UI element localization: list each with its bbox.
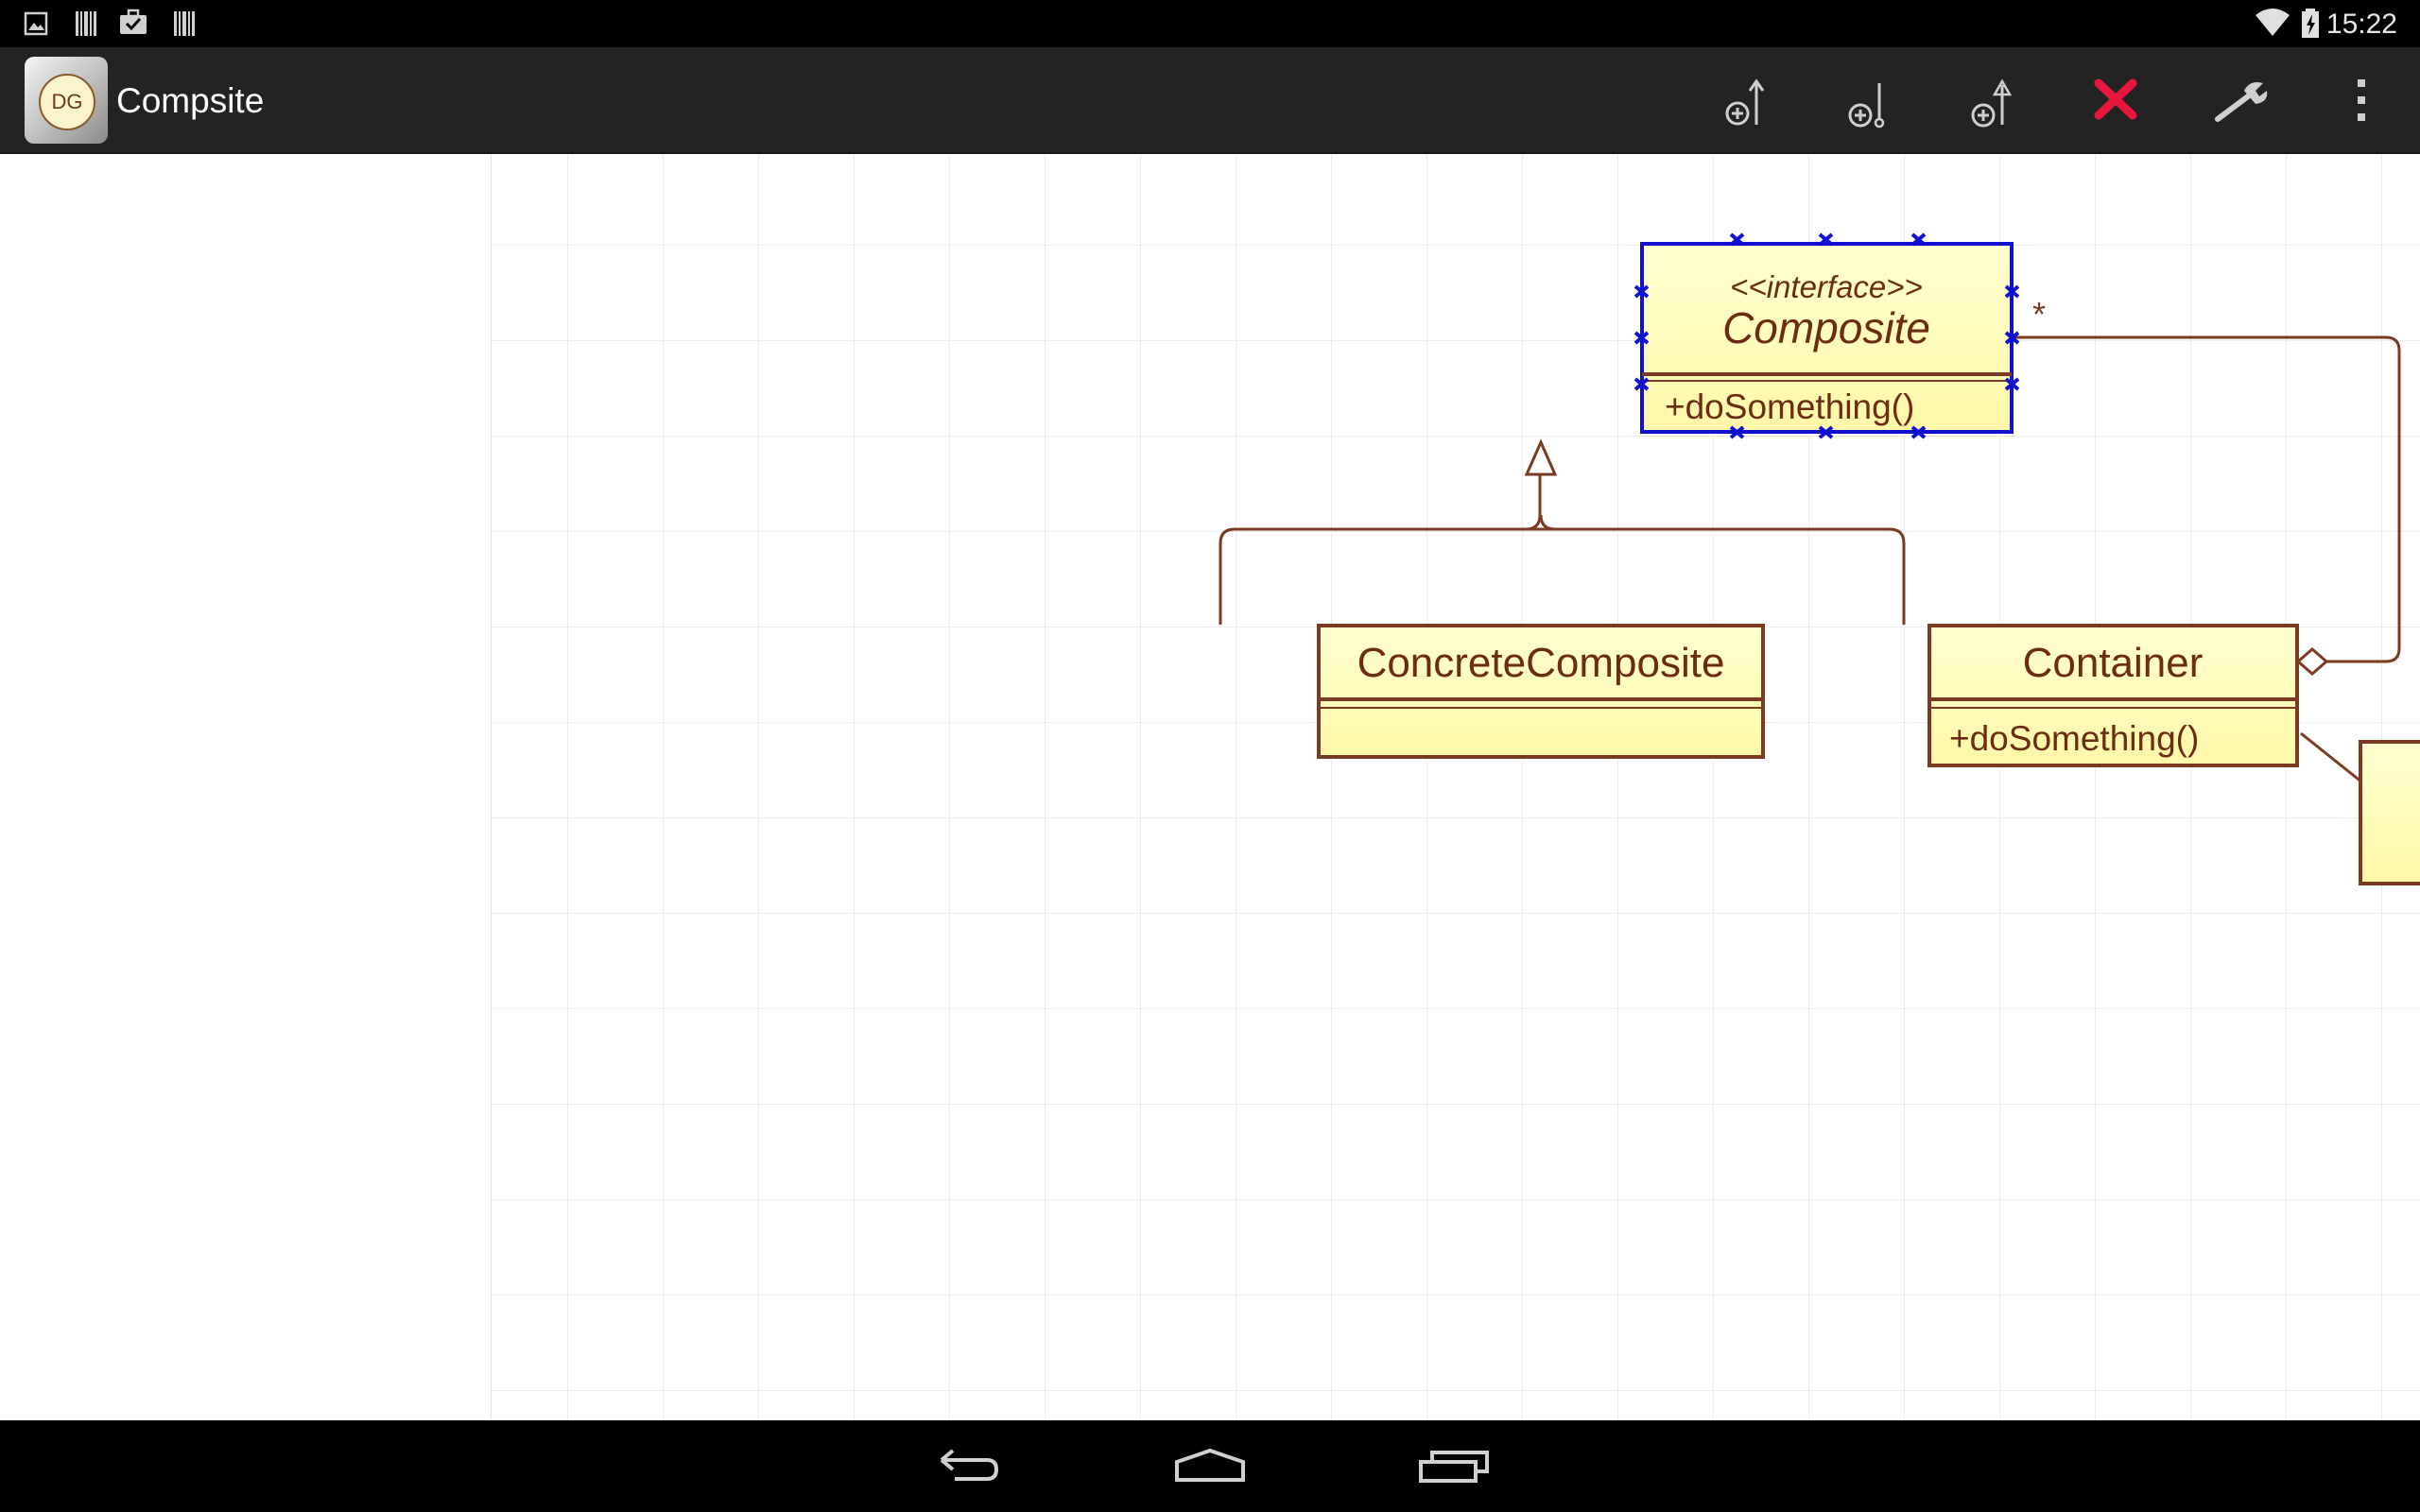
- association-connector[interactable]: [2300, 731, 2363, 784]
- page-title: Compsite: [116, 81, 265, 120]
- settings-button[interactable]: [2182, 47, 2295, 152]
- add-up-icon: [1971, 78, 2013, 128]
- app-icon[interactable]: DG: [25, 57, 108, 144]
- selection-handles[interactable]: [1634, 232, 2020, 439]
- home-button[interactable]: [1149, 1420, 1271, 1512]
- delete-icon: [2094, 78, 2137, 120]
- generalization-connector[interactable]: [1219, 444, 1906, 625]
- multiplicity-label: *: [2032, 295, 2046, 334]
- class-name: Composite: [1722, 303, 1930, 352]
- aggregation-diamond: [2295, 647, 2329, 676]
- left-pane: [0, 154, 491, 1420]
- class-concrete-composite[interactable]: ConcreteComposite: [1317, 624, 1765, 759]
- status-time: 15:22: [2325, 9, 2397, 40]
- battery-charging-icon: [2302, 9, 2319, 38]
- overflow-menu-icon: [2358, 79, 2365, 121]
- wifi-icon: [2256, 9, 2290, 36]
- wrench-icon: [2215, 82, 2268, 122]
- app-icon-label: DG: [39, 74, 95, 130]
- class-method: +doSomething(): [1949, 719, 2199, 758]
- class-stereotype: <<interface>>: [1730, 269, 1923, 304]
- action-bar: DG Compsite: [0, 47, 2420, 154]
- back-icon: [940, 1449, 999, 1481]
- navigation-bar: [0, 1420, 2420, 1512]
- grid-background: [491, 154, 2420, 1420]
- diagram-canvas[interactable]: * <<interface>> Composite +doSomething(): [491, 154, 2420, 1420]
- class-name: Container: [2023, 640, 2204, 686]
- add-above-icon: [1725, 78, 1765, 126]
- add-below-icon: [1848, 83, 1885, 129]
- class-name: ConcreteComposite: [1357, 640, 1725, 686]
- add-above-button[interactable]: [1690, 47, 1804, 152]
- overflow-menu-button[interactable]: [2305, 47, 2418, 152]
- recent-apps-icon: [1419, 1451, 1489, 1483]
- class-container[interactable]: Container +doSomething(): [1927, 624, 2299, 767]
- generalization-arrow: [1524, 438, 1558, 476]
- diagram-svg[interactable]: * <<interface>> Composite +doSomething(): [491, 154, 2420, 1420]
- barcode-icon: [76, 11, 96, 36]
- barcode-icon: [174, 11, 195, 36]
- image-icon: [24, 11, 48, 36]
- delete-button[interactable]: [2059, 47, 2172, 152]
- status-bar: 15:22: [0, 0, 2420, 47]
- class-method: +doSomething(): [1665, 387, 1914, 426]
- briefcase-check-icon: [120, 9, 147, 34]
- interface-class-composite[interactable]: <<interface>> Composite +doSomething(): [1640, 242, 2014, 434]
- add-up-button[interactable]: [1936, 47, 2049, 152]
- back-button[interactable]: [908, 1420, 1030, 1512]
- offscreen-class[interactable]: [2359, 740, 2420, 885]
- add-below-button[interactable]: [1813, 47, 1927, 152]
- home-icon: [1175, 1448, 1245, 1482]
- aggregation-connector[interactable]: [2014, 335, 2401, 663]
- recent-apps-button[interactable]: [1392, 1420, 1515, 1512]
